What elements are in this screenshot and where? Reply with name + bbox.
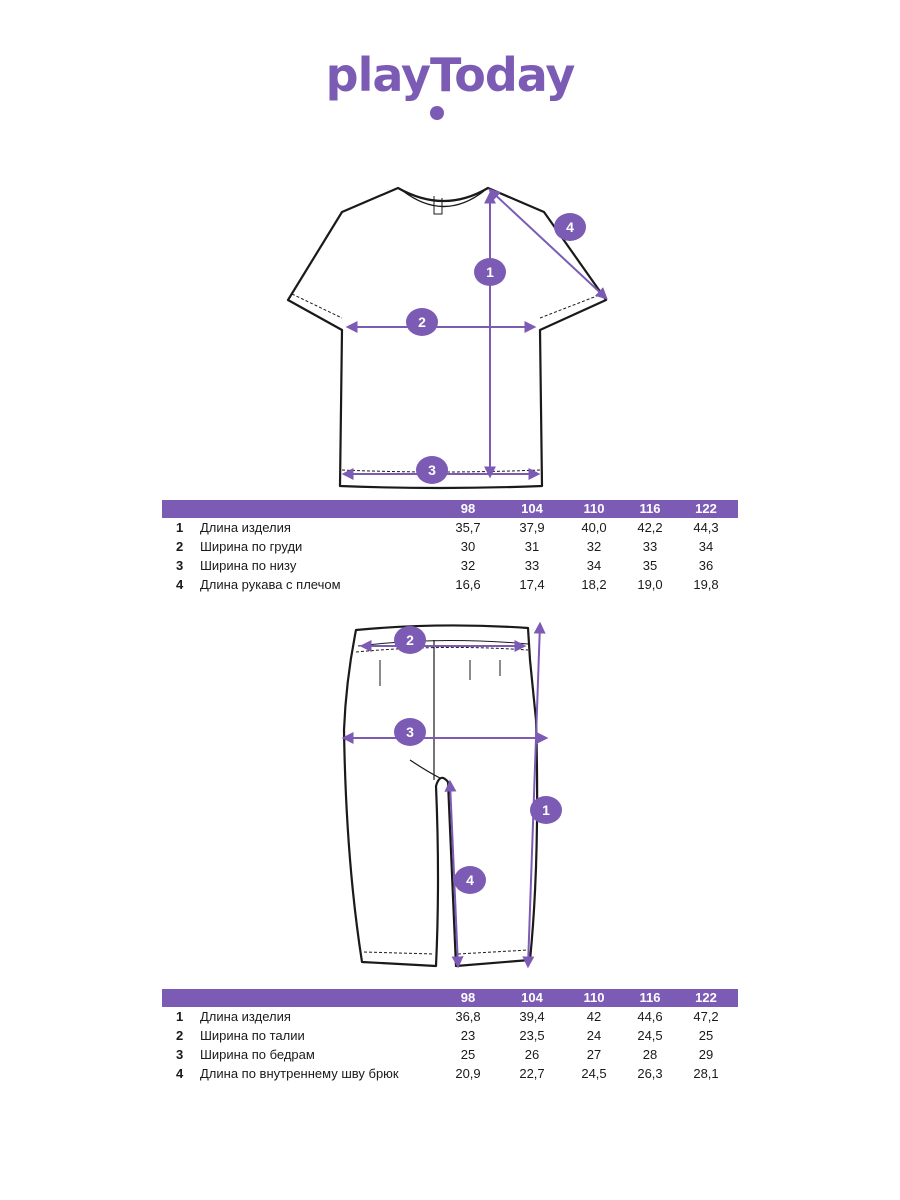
pants-marker-1: 1 [530,796,562,824]
pants-marker-2: 2 [394,626,426,654]
svg-text:3: 3 [428,462,436,478]
row-number: 1 [176,520,184,535]
cell-value: 44,6 [637,1009,663,1024]
svg-text:4: 4 [566,219,574,235]
cell-value: 25 [698,1028,714,1043]
cell-value: 35,7 [455,520,481,535]
svg-text:1: 1 [486,264,494,280]
cell-value: 35 [642,558,658,573]
cell-value: 32 [586,539,602,554]
cell-value: 44,3 [693,520,719,535]
row-number: 2 [176,1028,184,1043]
table-header: 98 104 110 116 122 [162,989,738,1007]
row-label: Длина изделия [200,1009,291,1024]
pants-marker-4: 4 [454,866,486,894]
cell-value: 26,3 [637,1066,663,1081]
cell-value: 33 [524,558,540,573]
table-row: 3 Ширина по бедрам 25 26 27 28 29 [162,1045,738,1064]
row-label: Длина по внутреннему шву брюк [200,1066,399,1081]
size-header: 110 [583,990,605,1005]
size-header: 116 [639,990,661,1005]
cell-value: 30 [460,539,476,554]
size-header: 104 [521,501,543,516]
cell-value: 19,8 [693,577,719,592]
table-header: 98 104 110 116 122 [162,500,738,518]
cell-value: 42 [586,1009,602,1024]
cell-value: 40,0 [581,520,607,535]
size-header: 122 [695,990,717,1005]
row-number: 3 [176,1047,184,1062]
pants-size-table: 98 104 110 116 122 1 Длина изделия 36,8 … [162,989,738,1083]
table-row: 1 Длина изделия 35,7 37,9 40,0 42,2 44,3 [162,518,738,537]
table-row: 3 Ширина по низу 32 33 34 35 36 [162,556,738,575]
row-number: 4 [176,1066,184,1081]
cell-value: 36 [698,558,714,573]
cell-value: 23 [460,1028,476,1043]
row-label: Ширина по талии [200,1028,305,1043]
row-number: 2 [176,539,184,554]
tshirt-marker-3: 3 [416,456,448,484]
brand-logo-dot [430,106,444,120]
cell-value: 23,5 [519,1028,545,1043]
table-row: 4 Длина рукава с плечом 16,6 17,4 18,2 1… [162,575,738,594]
cell-value: 17,4 [519,577,545,592]
table-row: 1 Длина изделия 36,8 39,4 42 44,6 47,2 [162,1007,738,1026]
cell-value: 39,4 [519,1009,545,1024]
pants-sketch [342,624,539,968]
row-label: Ширина по бедрам [200,1047,315,1062]
cell-value: 24,5 [581,1066,607,1081]
cell-value: 32 [460,558,476,573]
cell-value: 28,1 [693,1066,719,1081]
cell-value: 27 [586,1047,602,1062]
pants-measurements [341,621,549,969]
size-header: 122 [695,501,717,516]
size-header: 110 [583,501,605,516]
row-number: 3 [176,558,184,573]
svg-text:2: 2 [406,632,414,648]
cell-value: 36,8 [455,1009,481,1024]
cell-value: 29 [698,1047,714,1062]
cell-value: 25 [460,1047,476,1062]
cell-value: 34 [586,558,602,573]
table-row: 4 Длина по внутреннему шву брюк 20,9 22,… [162,1064,738,1083]
row-label: Ширина по низу [200,558,297,573]
svg-text:1: 1 [542,802,550,818]
size-header: 104 [521,990,543,1005]
pants-marker-3: 3 [394,718,426,746]
tshirt-size-table: 98 104 110 116 122 1 Длина изделия 35,7 … [162,500,738,594]
brand-logo: playToday [325,48,576,102]
cell-value: 42,2 [637,520,663,535]
cell-value: 24,5 [637,1028,663,1043]
cell-value: 18,2 [581,577,607,592]
tshirt-marker-2: 2 [406,308,438,336]
table-row: 2 Ширина по груди 30 31 32 33 34 [162,537,738,556]
row-label: Длина рукава с плечом [200,577,341,592]
cell-value: 26 [524,1047,540,1062]
table-row: 2 Ширина по талии 23 23,5 24 24,5 25 [162,1026,738,1045]
cell-value: 16,6 [455,577,481,592]
cell-value: 19,0 [637,577,663,592]
svg-text:3: 3 [406,724,414,740]
cell-value: 37,9 [519,520,545,535]
row-number: 1 [176,1009,184,1024]
cell-value: 33 [642,539,658,554]
size-header: 98 [460,501,476,516]
cell-value: 22,7 [519,1066,545,1081]
cell-value: 28 [642,1047,658,1062]
cell-value: 47,2 [693,1009,719,1024]
tshirt-marker-4: 4 [554,213,586,241]
size-header: 116 [639,501,661,516]
cell-value: 24 [586,1028,602,1043]
tshirt-marker-1: 1 [474,258,506,286]
cell-value: 31 [524,539,540,554]
svg-text:2: 2 [418,314,426,330]
row-number: 4 [176,577,184,592]
cell-value: 20,9 [455,1066,481,1081]
row-label: Ширина по груди [200,539,303,554]
cell-value: 34 [698,539,714,554]
svg-text:4: 4 [466,872,474,888]
size-header: 98 [460,990,476,1005]
row-label: Длина изделия [200,520,291,535]
